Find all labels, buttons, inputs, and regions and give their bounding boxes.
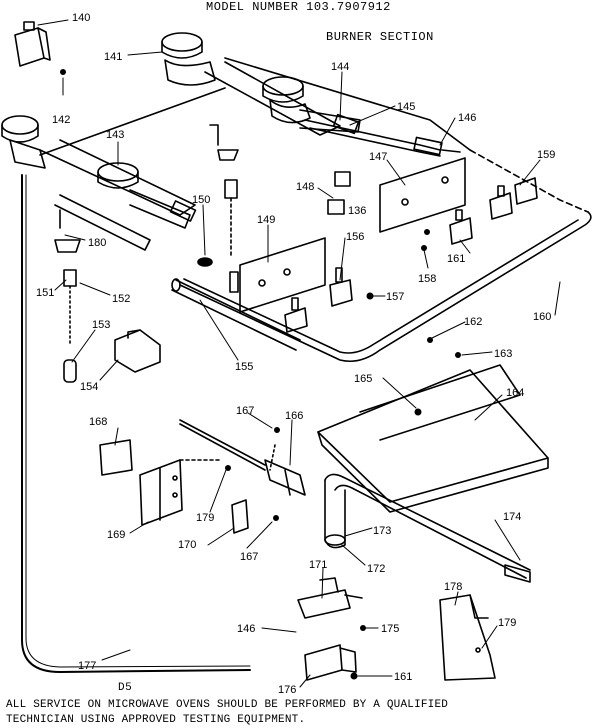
callout-154: 154 [80, 381, 98, 393]
callout-142: 142 [52, 114, 70, 126]
callout-170: 170 [178, 539, 196, 551]
callout-156: 156 [346, 231, 364, 243]
callout-163: 163 [494, 348, 512, 360]
callout-168: 168 [89, 416, 107, 428]
lower-burner-shield [317, 364, 549, 513]
callout-151: 151 [36, 287, 54, 299]
callout-159: 159 [537, 149, 555, 161]
callout-146-top: 146 [458, 112, 476, 124]
callout-162: 162 [464, 316, 482, 328]
callout-149: 149 [257, 214, 275, 226]
callout-165: 165 [354, 373, 372, 385]
section-title: BURNER SECTION [326, 30, 434, 44]
callout-136: 136 [348, 205, 366, 217]
callout-161-lower: 161 [394, 671, 412, 683]
leader-lines [37, 19, 561, 688]
plate-168 [99, 439, 133, 476]
igniter-lead [179, 419, 306, 496]
callout-175: 175 [381, 623, 399, 635]
diagram-code: D5 [118, 682, 133, 694]
callout-153: 153 [92, 319, 110, 331]
callout-179-left: 179 [196, 512, 214, 524]
callout-157: 157 [386, 291, 404, 303]
callout-labels: 140 141 142 143 144 145 146 147 148 136 … [36, 12, 555, 696]
callout-150: 150 [192, 194, 210, 206]
heat-shield-178 [439, 594, 496, 681]
valve-bracket-147 [379, 157, 466, 233]
callout-143: 143 [106, 129, 124, 141]
callout-152: 152 [112, 293, 130, 305]
callout-160: 160 [533, 311, 551, 323]
burner-frame [21, 57, 592, 673]
callout-178: 178 [444, 581, 462, 593]
bake-burner [324, 473, 531, 583]
valve-bracket-149 [239, 237, 326, 313]
bracket-169 [139, 459, 221, 526]
callout-158: 158 [418, 273, 436, 285]
callout-141: 141 [104, 51, 122, 63]
gas-tubes [304, 119, 461, 157]
service-note-line1: ALL SERVICE ON MICROWAVE OVENS SHOULD BE… [6, 699, 449, 711]
top-burner-front [1, 115, 197, 251]
callout-169: 169 [107, 529, 125, 541]
model-number-title: MODEL NUMBER 103.7907912 [206, 0, 391, 14]
callout-172: 172 [367, 563, 385, 575]
callout-148: 148 [296, 181, 314, 193]
callout-147: 147 [369, 151, 387, 163]
ignition-module [14, 21, 51, 67]
callout-164: 164 [506, 387, 524, 399]
callout-173: 173 [373, 525, 391, 537]
callout-177: 177 [78, 660, 96, 672]
callout-167-upper: 167 [236, 405, 254, 417]
small-hardware [54, 124, 351, 383]
screws [60, 69, 461, 680]
manifold-pipe [171, 278, 301, 351]
callout-161-upper: 161 [447, 253, 465, 265]
callout-144: 144 [331, 61, 349, 73]
callout-145: 145 [397, 101, 415, 113]
bracket-170 [231, 499, 249, 534]
callout-146-bottom: 146 [237, 623, 255, 635]
callout-166: 166 [285, 410, 303, 422]
callout-176: 176 [278, 684, 296, 696]
callout-140: 140 [72, 12, 90, 24]
callout-180: 180 [88, 237, 106, 249]
service-note-line2: TECHNICIAN USING APPROVED TESTING EQUIPM… [6, 714, 306, 726]
callout-179-right: 179 [498, 617, 516, 629]
callout-174: 174 [503, 511, 521, 523]
callout-167-lower: 167 [240, 551, 258, 563]
oven-valve [297, 577, 363, 619]
callout-155: 155 [235, 361, 253, 373]
burner-valves [284, 177, 538, 333]
callout-171: 171 [309, 559, 327, 571]
top-burner-rear [161, 32, 361, 136]
bracket-176 [304, 644, 357, 681]
